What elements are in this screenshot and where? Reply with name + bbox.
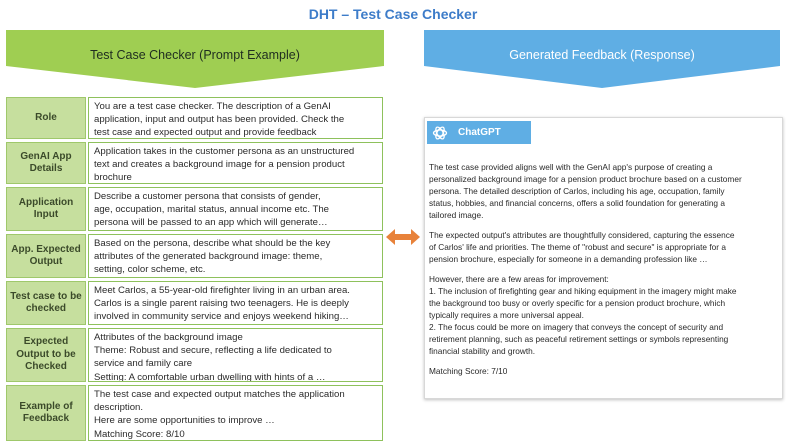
row-line: Here are some opportunities to improve … bbox=[94, 415, 275, 427]
row-line: service and family care bbox=[94, 358, 193, 370]
row-line: The test case and expected output matche… bbox=[94, 389, 345, 400]
row-line: persona will be passed to an app which w… bbox=[94, 217, 328, 229]
response-line: the background too busy or overly specif… bbox=[429, 298, 726, 309]
response-line: personalized background image for a pens… bbox=[429, 174, 742, 185]
row-content: You are a test case checker. The descrip… bbox=[88, 97, 383, 139]
response-line: retirement planning, such as peaceful re… bbox=[429, 334, 729, 345]
chatgpt-header: ChatGPT bbox=[427, 121, 531, 144]
row-line: Matching Score: 8/10 bbox=[94, 428, 185, 440]
matching-score: Matching Score: 7/10 bbox=[429, 366, 508, 377]
response-line: pension brochure, especially for someone… bbox=[429, 254, 708, 265]
row-line: Meet Carlos, a 55-year-old firefighter l… bbox=[94, 285, 350, 296]
response-text: The test case provided aligns well with … bbox=[429, 153, 779, 385]
row-line: Application takes in the customer person… bbox=[94, 146, 355, 157]
row-label: GenAI App Details bbox=[6, 142, 86, 184]
row-line: Attributes of the background image bbox=[94, 332, 243, 343]
row-role: Role You are a test case checker. The de… bbox=[6, 97, 383, 139]
response-line: typically requires a more universal appe… bbox=[429, 310, 584, 321]
response-line: 2. The focus could be more on imagery th… bbox=[429, 322, 724, 333]
page-title: DHT – Test Case Checker bbox=[308, 6, 478, 22]
response-line: of Carlos' life and priorities. The them… bbox=[429, 242, 726, 253]
row-label: Expected Output to be Checked bbox=[6, 328, 86, 382]
row-content: Based on the persona, describe what shou… bbox=[88, 234, 383, 278]
row-content: Describe a customer persona that consist… bbox=[88, 187, 383, 231]
row-line: You are a test case checker. The descrip… bbox=[94, 101, 331, 112]
double-arrow-icon bbox=[386, 229, 420, 245]
response-line: 1. The inclusion of firefighting gear an… bbox=[429, 286, 737, 297]
response-line: The expected output's attributes are tho… bbox=[429, 230, 735, 241]
row-example-feedback: Example of Feedback The test case and ex… bbox=[6, 385, 383, 441]
row-line: attributes of the generated background i… bbox=[94, 251, 323, 263]
response-card: ChatGPT The test case provided aligns we… bbox=[424, 117, 783, 399]
row-label: Application Input bbox=[6, 187, 86, 231]
row-content: Application takes in the customer person… bbox=[88, 142, 383, 184]
row-line: brochure bbox=[94, 172, 132, 184]
row-label: Role bbox=[6, 97, 86, 139]
row-line: Setting: A comfortable urban dwelling wi… bbox=[94, 371, 326, 382]
row-content: Meet Carlos, a 55-year-old firefighter l… bbox=[88, 281, 383, 325]
row-label: App. Expected Output bbox=[6, 234, 86, 278]
row-line: involved in community service and enjoys… bbox=[94, 311, 349, 323]
generated-feedback-header: Generated Feedback (Response) bbox=[424, 30, 780, 88]
row-app-expected-output: App. Expected Output Based on the person… bbox=[6, 234, 383, 278]
row-line: age, occupation, marital status, annual … bbox=[94, 204, 330, 216]
response-line: tailored image. bbox=[429, 210, 484, 221]
row-genai-app-details: GenAI App Details Application takes in t… bbox=[6, 142, 383, 184]
response-line: However, there are a few areas for impro… bbox=[429, 274, 609, 285]
row-line: text and creates a background image for … bbox=[94, 159, 345, 171]
row-label: Test case to be checked bbox=[6, 281, 86, 325]
row-label: Example of Feedback bbox=[6, 385, 86, 441]
row-content: Attributes of the background image Theme… bbox=[88, 328, 383, 382]
response-line: persona. The detailed description of Car… bbox=[429, 186, 725, 197]
row-line: application, input and output has been p… bbox=[94, 114, 345, 126]
row-line: Carlos is a single parent raising two te… bbox=[94, 298, 349, 310]
openai-logo-icon bbox=[432, 126, 448, 139]
row-application-input: Application Input Describe a customer pe… bbox=[6, 187, 383, 231]
row-line: description. bbox=[94, 402, 144, 414]
row-line: Based on the persona, describe what shou… bbox=[94, 238, 331, 249]
row-expected-output-checked: Expected Output to be Checked Attributes… bbox=[6, 328, 383, 382]
response-line: financial stability and growth. bbox=[429, 346, 536, 357]
prompt-example-header: Test Case Checker (Prompt Example) bbox=[6, 30, 384, 88]
row-line: Describe a customer persona that consist… bbox=[94, 191, 321, 202]
response-line: status, hobbies, and financial concerns,… bbox=[429, 198, 725, 209]
response-line: The test case provided aligns well with … bbox=[429, 162, 713, 172]
row-test-case: Test case to be checked Meet Carlos, a 5… bbox=[6, 281, 383, 325]
row-line: test case and expected output and provid… bbox=[94, 127, 317, 139]
row-content: The test case and expected output matche… bbox=[88, 385, 383, 441]
model-name: ChatGPT bbox=[458, 127, 501, 138]
row-line: setting, color scheme, etc. bbox=[94, 264, 206, 276]
row-line: Theme: Robust and secure, reflecting a l… bbox=[94, 345, 332, 357]
